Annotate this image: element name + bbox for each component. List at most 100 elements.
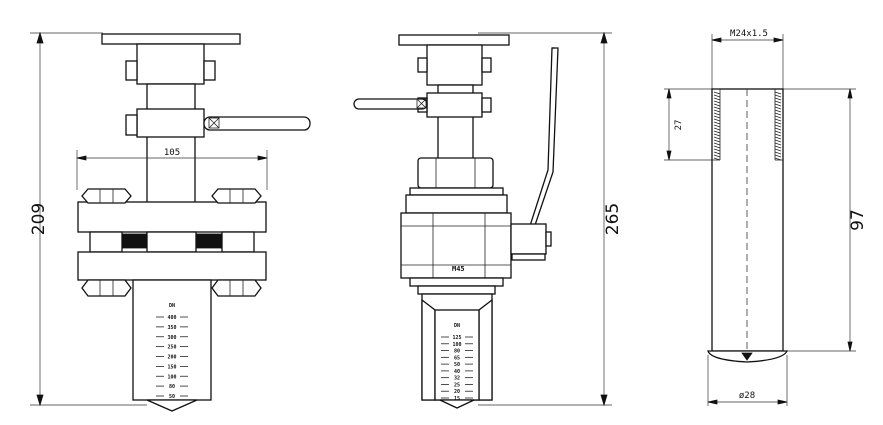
middle-thread-label: M45 <box>452 265 465 273</box>
left-scale-tube <box>132 279 212 401</box>
right-thread-length-label: 27 <box>674 120 684 131</box>
thread-hatch-line <box>713 109 721 113</box>
middle-scale-header: DN <box>454 323 460 329</box>
thread-hatch-line <box>713 154 721 158</box>
scale-value: 125 <box>452 335 461 341</box>
thread-hatch-line <box>713 103 721 107</box>
left-view: 209 105 <box>29 31 311 412</box>
right-thread-hatch <box>713 91 782 161</box>
scale-value: 32 <box>454 376 460 382</box>
thread-hatch-line <box>774 142 782 146</box>
middle-height-dimension: 265 <box>478 31 623 407</box>
thread-hatch-line <box>713 121 721 125</box>
thread-hatch-line <box>774 94 782 98</box>
thread-hatch-line <box>713 91 721 95</box>
thread-hatch-line <box>774 130 782 134</box>
scale-value: 20 <box>454 389 460 395</box>
scale-value: 100 <box>452 342 461 348</box>
scale-value: 80 <box>169 384 175 390</box>
left-scale: 400 350 300 250 200 150 100 80 50 <box>156 315 188 400</box>
scale-value: 40 <box>454 369 460 375</box>
scale-value: 25 <box>454 382 460 388</box>
thread-hatch-line <box>713 133 721 137</box>
thread-hatch-line <box>774 100 782 104</box>
right-thread-label: M24x1.5 <box>730 29 768 39</box>
thread-hatch-line <box>713 100 721 104</box>
right-diameter-label: ø28 <box>739 391 755 401</box>
thread-hatch-line <box>774 106 782 110</box>
thread-hatch-line <box>774 133 782 137</box>
thread-hatch-line <box>774 115 782 119</box>
thread-hatch-line <box>713 118 721 122</box>
thread-hatch-line <box>774 145 782 149</box>
middle-height-label: 265 <box>603 203 623 235</box>
left-height-label: 209 <box>29 203 49 235</box>
left-lower-flange <box>77 251 267 281</box>
scale-value: 300 <box>167 335 176 341</box>
left-width-dimension: 105 <box>76 148 268 190</box>
right-length-label: 97 <box>848 209 868 231</box>
left-height-dimension: 209 <box>29 31 147 407</box>
thread-hatch-line <box>774 121 782 125</box>
left-width-label: 105 <box>164 148 180 158</box>
thread-hatch-line <box>774 151 782 155</box>
thread-hatch-line <box>713 142 721 146</box>
thread-hatch-line <box>713 157 721 161</box>
thread-hatch-line <box>713 148 721 152</box>
right-diameter-dimension: ø28 <box>707 355 788 406</box>
thread-hatch-line <box>713 127 721 131</box>
scale-value: 65 <box>454 355 460 361</box>
scale-value: 250 <box>167 345 176 351</box>
thread-hatch-line <box>774 109 782 113</box>
middle-union-nut <box>417 157 494 189</box>
thread-hatch-line <box>774 124 782 128</box>
thread-hatch-line <box>774 154 782 158</box>
thread-hatch-line <box>774 118 782 122</box>
right-thread-dimension: M24x1.5 <box>711 29 784 90</box>
scale-value: 200 <box>167 355 176 361</box>
thread-hatch-line <box>774 136 782 140</box>
right-view: M24x1.5 27 97 <box>664 29 868 406</box>
thread-hatch-line <box>713 136 721 140</box>
thread-hatch-line <box>774 97 782 101</box>
left-lever <box>203 116 311 131</box>
right-thread-length-dimension: 27 <box>664 88 712 161</box>
thread-hatch-line <box>713 97 721 101</box>
thread-hatch-line <box>774 139 782 143</box>
thread-hatch-line <box>713 106 721 110</box>
right-probe-body <box>711 88 784 352</box>
thread-hatch-line <box>774 103 782 107</box>
scale-value: 80 <box>454 349 460 355</box>
middle-lever <box>353 98 428 110</box>
scale-value: 100 <box>167 374 176 380</box>
left-scale-header: DN <box>169 303 175 309</box>
middle-top-plate <box>398 34 510 46</box>
middle-handle <box>523 47 555 237</box>
thread-hatch-line <box>713 124 721 128</box>
thread-hatch-line <box>713 112 721 116</box>
left-upper-flange <box>77 201 267 233</box>
right-length-dimension: 97 <box>783 88 868 352</box>
left-top-plate <box>101 33 241 45</box>
scale-value: 50 <box>454 362 460 368</box>
scale-value: 150 <box>167 364 176 370</box>
thread-hatch-line <box>713 139 721 143</box>
middle-view: 265 M45 <box>353 31 623 409</box>
scale-value: 350 <box>167 325 176 331</box>
thread-hatch-line <box>713 145 721 149</box>
thread-hatch-line <box>774 112 782 116</box>
scale-value: 400 <box>167 315 176 321</box>
thread-hatch-line <box>774 127 782 131</box>
scale-value: 15 <box>454 396 460 402</box>
thread-hatch-line <box>713 115 721 119</box>
scale-value: 50 <box>169 394 175 400</box>
thread-hatch-line <box>774 157 782 161</box>
thread-hatch-line <box>713 94 721 98</box>
thread-hatch-line <box>774 91 782 95</box>
thread-hatch-line <box>713 130 721 134</box>
middle-valve-body <box>400 212 512 279</box>
thread-hatch-line <box>774 148 782 152</box>
thread-hatch-line <box>713 151 721 155</box>
